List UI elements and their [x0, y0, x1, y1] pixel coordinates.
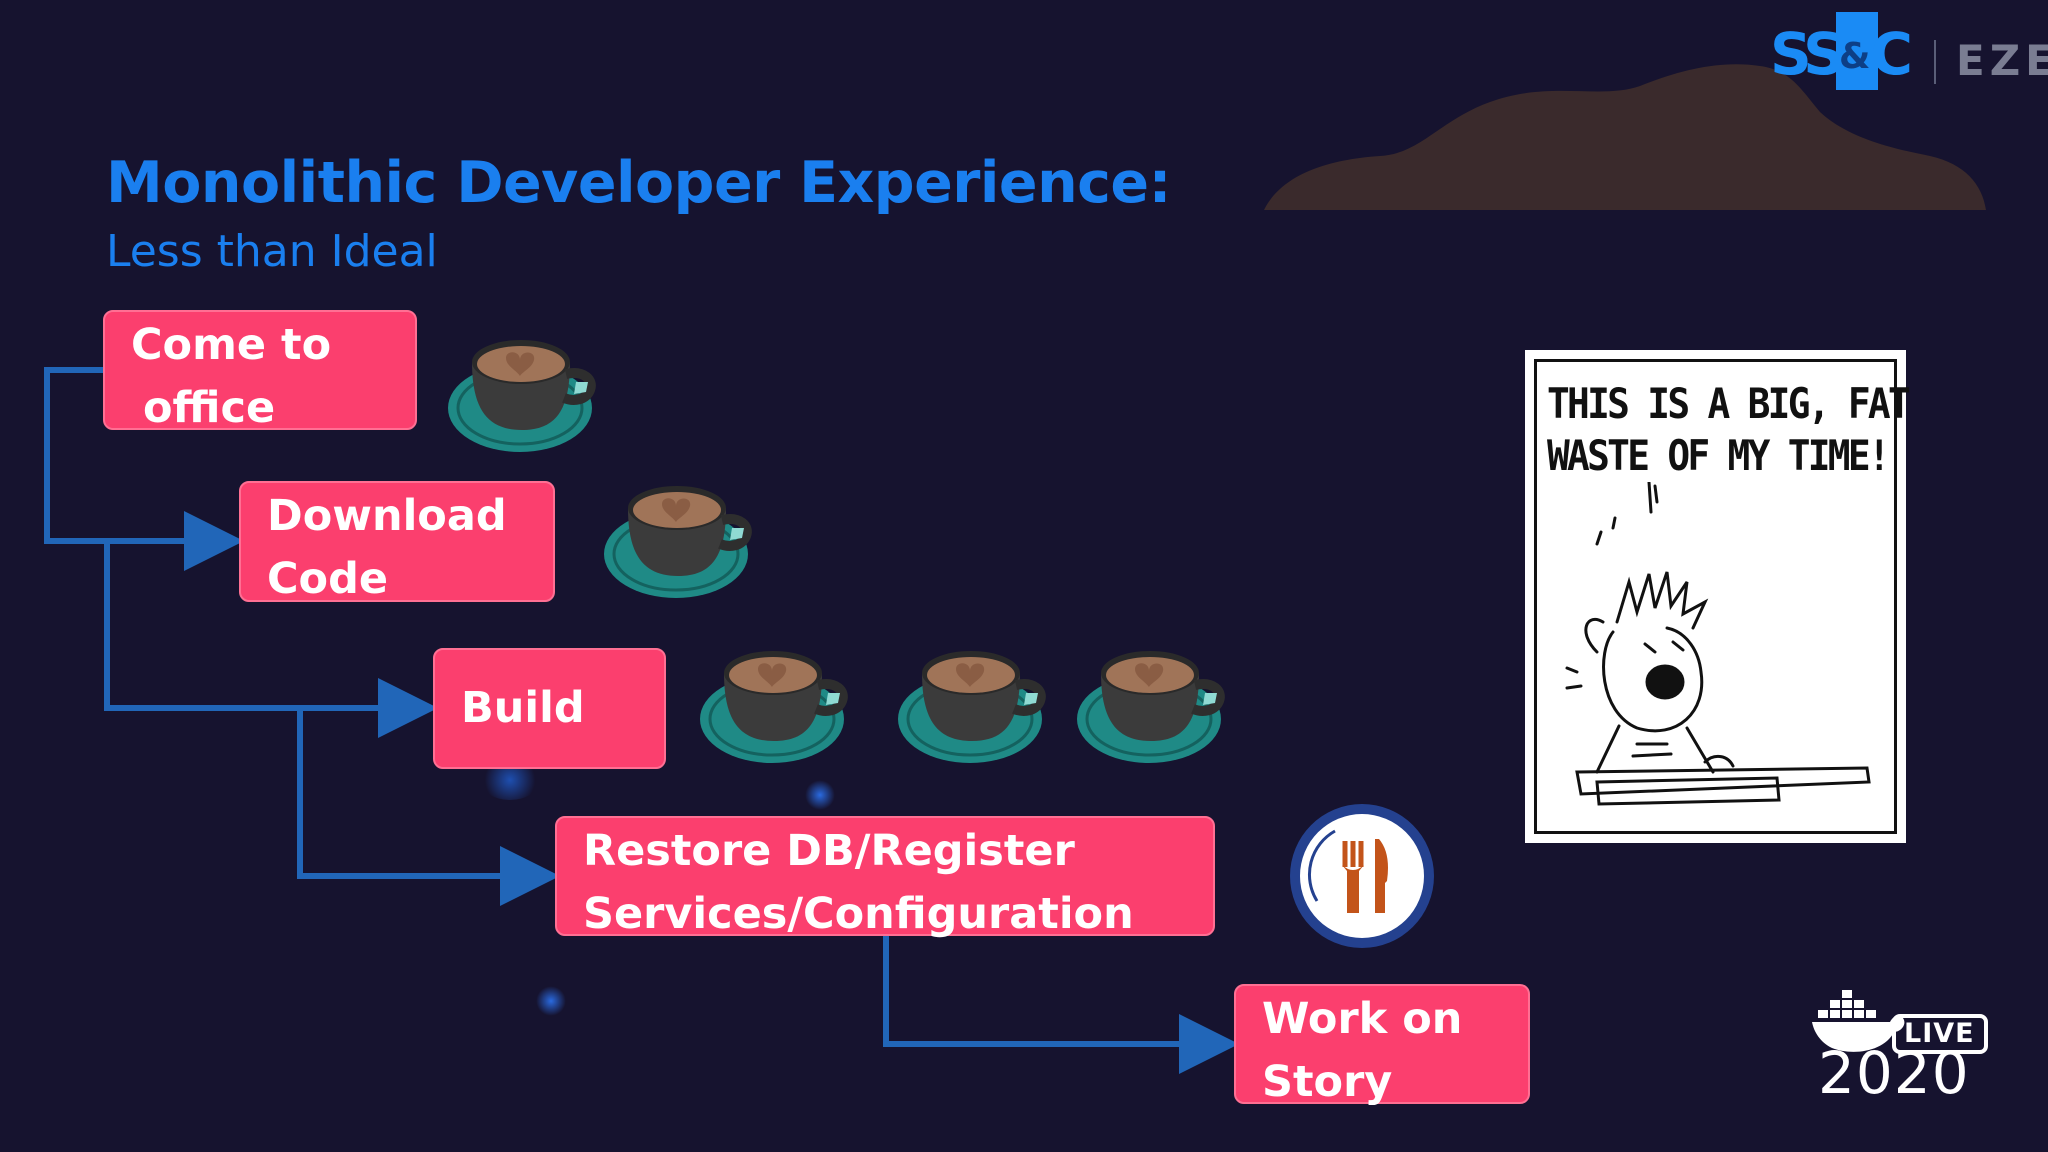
comic-caption-line: WASTE OF MY TIME!	[1547, 431, 1891, 480]
step-download-code: Download Code	[239, 481, 555, 604]
step-label-line: Story	[1262, 1057, 1393, 1107]
connector-4	[883, 936, 1239, 1074]
step-come-to-office: Come to office	[103, 310, 417, 433]
ssc-logo-part: SS	[1770, 20, 1845, 88]
meal-icon	[1290, 804, 1434, 948]
step-label-line: Work on	[1262, 994, 1463, 1044]
step-label-line: Come to	[131, 320, 332, 370]
slide-subtitle: Less than Ideal	[106, 226, 438, 277]
step-label-line: Code	[267, 554, 389, 604]
comic-caption-line: THIS IS A BIG, FAT	[1547, 379, 1911, 428]
coffee-cup-icon	[898, 647, 1058, 767]
docker-whale-icon	[1812, 990, 1988, 1054]
coffee-cup-icon	[448, 336, 608, 456]
comic-frame: THIS IS A BIG, FAT WASTE OF MY TIME!	[1534, 359, 1911, 834]
coffee-cup-icon	[1077, 647, 1237, 767]
calvin-drawing	[1565, 482, 1871, 806]
background-glow	[536, 986, 566, 1016]
step-label-line: office	[143, 383, 276, 433]
step-build: Build	[433, 648, 666, 769]
ssc-logo-text: SS&C	[1770, 20, 1913, 88]
step-label-line: Download	[267, 491, 507, 541]
step-label-line: Services/Configuration	[583, 889, 1134, 939]
event-label: LIVE	[1904, 1018, 1975, 1049]
background-glow	[805, 780, 835, 810]
calvin-comic-panel: THIS IS A BIG, FAT WASTE OF MY TIME!	[1525, 350, 1911, 843]
logo-separator	[1934, 40, 1936, 84]
ssc-logo-bar	[1836, 12, 1878, 90]
coffee-cup-icon	[700, 647, 860, 767]
slide-title: Monolithic Developer Experience:	[106, 150, 1171, 216]
eze-logo: EZE	[1956, 36, 2048, 85]
step-work-on-story: Work on Story	[1234, 984, 1530, 1107]
event-year: 2020	[1818, 1039, 1970, 1107]
connector-1	[44, 367, 244, 571]
connector-3	[297, 708, 560, 906]
ssc-logo-part: C	[1870, 20, 1913, 88]
connector-2	[104, 541, 438, 738]
comic-caption: THIS IS A BIG, FAT WASTE OF MY TIME!	[1547, 378, 1911, 482]
dockercon-live-logo: LIVE 2020	[1812, 986, 2008, 1107]
step-label-line: Restore DB/Register	[583, 826, 1075, 876]
step-restore-db: Restore DB/Register Services/Configurati…	[555, 816, 1215, 939]
step-label-line: Build	[461, 683, 585, 733]
cloud-shape	[1264, 64, 1986, 211]
ssc-logo-amp: &	[1838, 36, 1871, 77]
coffee-cup-icon	[604, 482, 764, 602]
